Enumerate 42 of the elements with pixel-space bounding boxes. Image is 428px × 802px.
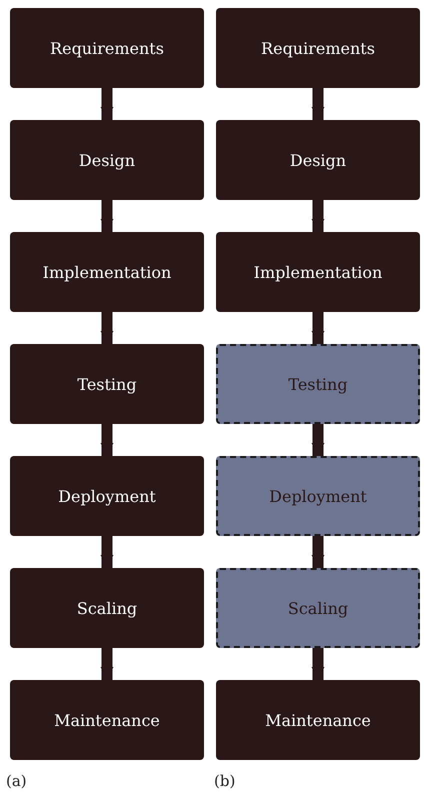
process-box	[10, 120, 204, 200]
arrow	[100, 424, 114, 456]
process-box	[216, 232, 420, 312]
arrow	[311, 648, 325, 680]
arrow	[311, 88, 325, 120]
arrow	[311, 536, 325, 568]
process-box	[216, 120, 420, 200]
dashed-process-box	[216, 568, 420, 648]
arrow	[100, 312, 114, 344]
process-box	[10, 680, 204, 760]
step-label: Testing	[77, 374, 137, 394]
process-box	[10, 232, 204, 312]
panel-label: (b)	[214, 772, 236, 790]
step-label: Deployment	[269, 486, 367, 506]
process-box	[10, 456, 204, 536]
arrow	[100, 536, 114, 568]
process-box	[216, 680, 420, 760]
arrow	[311, 200, 325, 232]
step-label: Maintenance	[54, 710, 160, 730]
step-label: Scaling	[288, 598, 348, 618]
dashed-process-box	[216, 456, 420, 536]
step-label: Implementation	[42, 262, 172, 282]
process-box	[10, 8, 204, 88]
step-label: Scaling	[76, 598, 138, 618]
panel-label: (a)	[6, 772, 27, 790]
step-label: Design	[78, 150, 136, 170]
process-box	[10, 568, 204, 648]
step-label: Deployment	[58, 486, 156, 506]
step-label: Testing	[288, 374, 348, 394]
process-box	[10, 344, 204, 424]
arrow	[100, 200, 114, 232]
arrow	[311, 312, 325, 344]
step-label: Design	[290, 150, 346, 170]
dashed-process-box	[216, 344, 420, 424]
process-box	[216, 8, 420, 88]
arrow	[100, 88, 114, 120]
step-label: Maintenance	[265, 710, 371, 730]
step-label: Requirements	[50, 38, 164, 58]
arrow	[311, 424, 325, 456]
step-label: Implementation	[254, 262, 382, 282]
step-label: Requirements	[261, 38, 375, 58]
arrow	[100, 648, 114, 680]
